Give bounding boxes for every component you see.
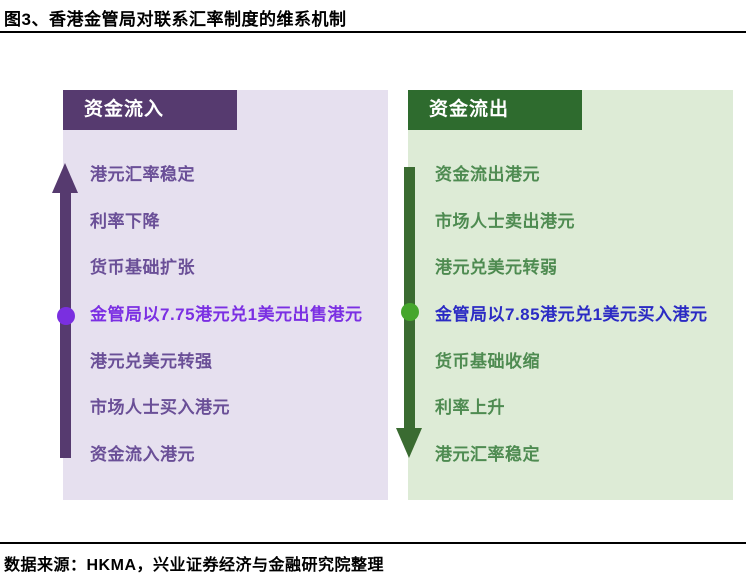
inflow-marker-dot-icon [57,307,75,325]
outflow-panel: 资金流出 资金流出港元 市场人士卖出港元 港元兑美元转弱 金管局以7.85港元兑… [408,90,733,500]
inflow-step: 市场人士买入港元 [90,398,230,417]
outflow-step: 资金流出港元 [435,165,540,184]
inflow-panel: 资金流入 港元汇率稳定 利率下降 货币基础扩张 金管局以7.75港元兑1美元出售… [63,90,388,500]
source-divider [0,542,746,544]
outflow-step: 市场人士卖出港元 [435,212,575,231]
up-arrow-icon [52,163,78,193]
inflow-step: 资金流入港元 [90,445,195,464]
figure-title: 图3、香港金管局对联系汇率制度的维系机制 [4,10,347,29]
outflow-panel-header: 资金流出 [408,90,582,130]
down-arrow-icon [396,428,422,458]
inflow-step: 港元汇率稳定 [90,165,195,184]
inflow-panel-header: 资金流入 [63,90,237,130]
title-divider [0,31,746,33]
inflow-step: 港元兑美元转强 [90,352,213,371]
inflow-arrow-shaft [60,192,71,458]
inflow-step: 货币基础扩张 [90,258,195,277]
data-source: 数据来源：HKMA，兴业证券经济与金融研究院整理 [4,557,384,574]
outflow-step: 港元汇率稳定 [435,445,540,464]
outflow-marker-dot-icon [401,303,419,321]
outflow-step: 利率上升 [435,398,505,417]
inflow-step: 利率下降 [90,212,160,231]
outflow-step-highlight: 金管局以7.85港元兑1美元买入港元 [435,305,708,324]
inflow-step-highlight: 金管局以7.75港元兑1美元出售港元 [90,305,363,324]
outflow-step: 货币基础收缩 [435,352,540,371]
outflow-arrow-shaft [404,167,415,428]
outflow-step: 港元兑美元转弱 [435,258,558,277]
